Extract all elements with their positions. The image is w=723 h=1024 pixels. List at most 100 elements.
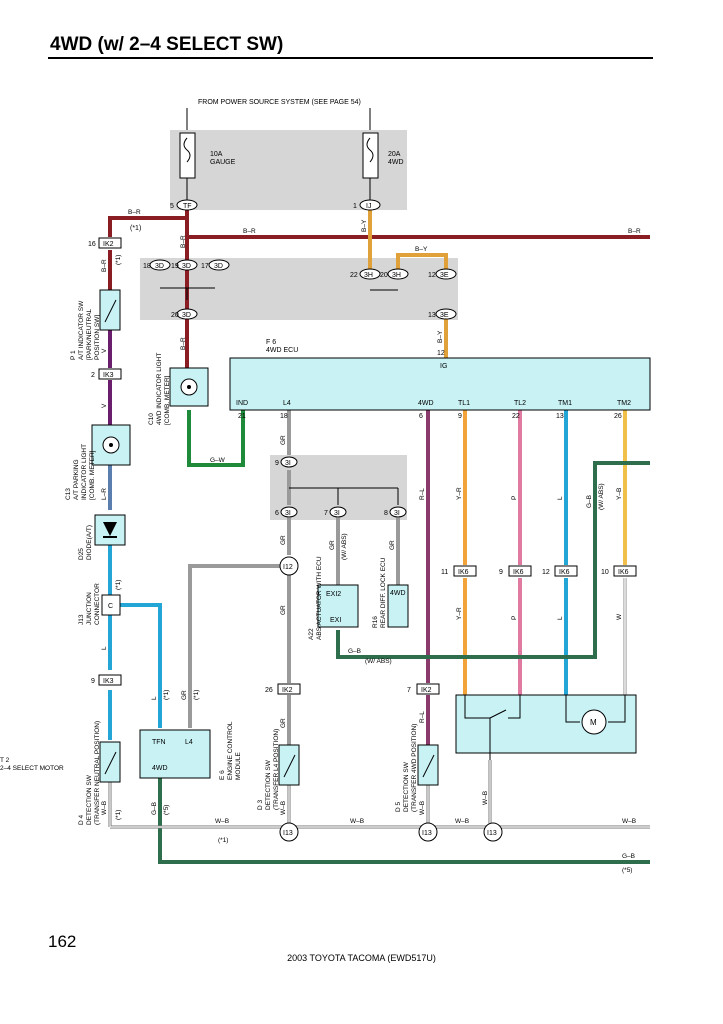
svg-text:GR: GR — [329, 540, 336, 550]
svg-text:5: 5 — [170, 203, 174, 210]
svg-text:L–R: L–R — [101, 488, 108, 500]
svg-text:B–R: B–R — [243, 228, 256, 235]
svg-text:L: L — [151, 696, 158, 700]
svg-text:GR: GR — [280, 435, 287, 445]
connector-i13-a: I13 — [279, 822, 299, 842]
svg-text:W–B: W–B — [215, 818, 229, 825]
ecu-terminal-tl1: TL1 — [458, 400, 470, 407]
svg-text:16: 16 — [88, 241, 96, 248]
connector-3i-7: 3I7 — [324, 506, 347, 518]
svg-text:IK3: IK3 — [103, 678, 114, 685]
svg-text:I12: I12 — [283, 564, 293, 571]
svg-text:B–R: B–R — [180, 235, 187, 248]
svg-text:6: 6 — [275, 510, 279, 517]
svg-text:(*1): (*1) — [218, 837, 228, 844]
wire-color-labels: B–R B–R B–R B–R B–R B–R B–Y B–Y B–Y V V … — [101, 209, 641, 874]
svg-text:C: C — [108, 603, 113, 610]
svg-text:3I: 3I — [334, 510, 340, 517]
svg-text:GR: GR — [181, 690, 188, 700]
svg-text:IK6: IK6 — [513, 569, 524, 576]
page-number: 162 — [48, 932, 77, 951]
svg-text:EXI2: EXI2 — [326, 591, 341, 598]
diode-d25 — [94, 514, 126, 546]
junction-lines — [160, 287, 399, 505]
connector-i13-c: I13 — [483, 822, 503, 842]
wire-wb — [108, 760, 650, 829]
svg-text:TF: TF — [183, 203, 192, 210]
svg-text:G–B: G–B — [622, 853, 635, 860]
detection-switch-d3 — [278, 744, 300, 786]
svg-text:(*5): (*5) — [622, 867, 632, 874]
svg-text:I13: I13 — [422, 830, 432, 837]
svg-text:18: 18 — [280, 413, 288, 420]
connector-3i-6: 3I6 — [275, 506, 298, 518]
svg-text:Y–R: Y–R — [456, 487, 463, 500]
connector-ij: IJ1 — [353, 199, 381, 211]
connector-3i-8: 3I8 — [384, 506, 407, 518]
svg-text:2: 2 — [91, 372, 95, 379]
svg-text:W–B: W–B — [419, 801, 426, 815]
svg-text:B–Y: B–Y — [361, 219, 368, 232]
label-r16: R16REAR DIFF. LOCK ECU — [372, 557, 387, 628]
svg-text:3E: 3E — [440, 272, 449, 279]
connector-tf: TF 5 — [170, 199, 198, 211]
svg-text:9: 9 — [458, 413, 462, 420]
ecu-terminal-l4: L4 — [283, 400, 291, 407]
label-e6: E 6ENGINE CONTROLMODULE — [219, 721, 242, 780]
svg-text:B–Y: B–Y — [437, 330, 444, 343]
svg-text:19: 19 — [171, 263, 179, 270]
svg-text:IK6: IK6 — [618, 569, 629, 576]
svg-text:6: 6 — [419, 413, 423, 420]
page-title: 4WD (w/ 2–4 SELECT SW) — [50, 34, 284, 55]
svg-text:V: V — [101, 403, 108, 408]
label-p1: P 1A/T INDICATOR SW[PARK/NEUTRALPOSITION… — [70, 300, 101, 360]
svg-text:10: 10 — [601, 569, 609, 576]
label-d25: D25DIODE(A/T) — [78, 525, 93, 560]
svg-text:B–R: B–R — [180, 337, 187, 350]
svg-text:GR: GR — [389, 540, 396, 550]
ecu-code: F 6 — [266, 339, 276, 346]
svg-text:W–B: W–B — [622, 818, 636, 825]
svg-text:12: 12 — [542, 569, 550, 576]
svg-text:W–B: W–B — [455, 818, 469, 825]
svg-text:W–B: W–B — [350, 818, 364, 825]
svg-text:3H: 3H — [392, 272, 401, 279]
svg-text:9: 9 — [91, 678, 95, 685]
svg-text:I13: I13 — [487, 830, 497, 837]
power-source-label: FROM POWER SOURCE SYSTEM (SEE PAGE 54) — [198, 99, 361, 106]
svg-text:4WD: 4WD — [152, 765, 168, 772]
svg-text:21: 21 — [238, 413, 246, 420]
indicator-light-c13 — [91, 424, 131, 466]
svg-text:(W/ ABS): (W/ ABS) — [598, 483, 605, 510]
svg-text:B–Y: B–Y — [415, 246, 428, 253]
svg-text:P: P — [511, 616, 518, 620]
abs-actuator-a22: EXI2 EXI — [317, 584, 359, 628]
component-labels: P 1A/T INDICATOR SW[PARK/NEUTRALPOSITION… — [0, 300, 418, 825]
fuse-gauge-name: GAUGE — [210, 159, 236, 166]
label-d4: D 4DETECTION SW(TRANSFER NEUTRAL POSITIO… — [78, 721, 101, 825]
svg-text:17: 17 — [201, 263, 209, 270]
svg-text:(W/ ABS): (W/ ABS) — [341, 533, 348, 560]
svg-text:11: 11 — [441, 569, 448, 576]
wire-gr — [188, 410, 400, 745]
ecu-ig: IG — [440, 363, 447, 370]
svg-text:V: V — [101, 348, 108, 353]
svg-text:G–W: G–W — [210, 457, 226, 464]
svg-text:TFN: TFN — [152, 739, 166, 746]
svg-text:(*1): (*1) — [115, 810, 122, 820]
svg-text:IK2: IK2 — [282, 687, 293, 694]
ecu-terminal-ind: IND — [236, 400, 248, 407]
svg-text:3H: 3H — [364, 272, 373, 279]
svg-text:(W/ ABS): (W/ ABS) — [365, 658, 392, 665]
svg-text:3D: 3D — [182, 312, 191, 319]
motor-icon — [581, 709, 607, 735]
svg-text:22: 22 — [512, 413, 520, 420]
svg-text:26: 26 — [265, 687, 273, 694]
